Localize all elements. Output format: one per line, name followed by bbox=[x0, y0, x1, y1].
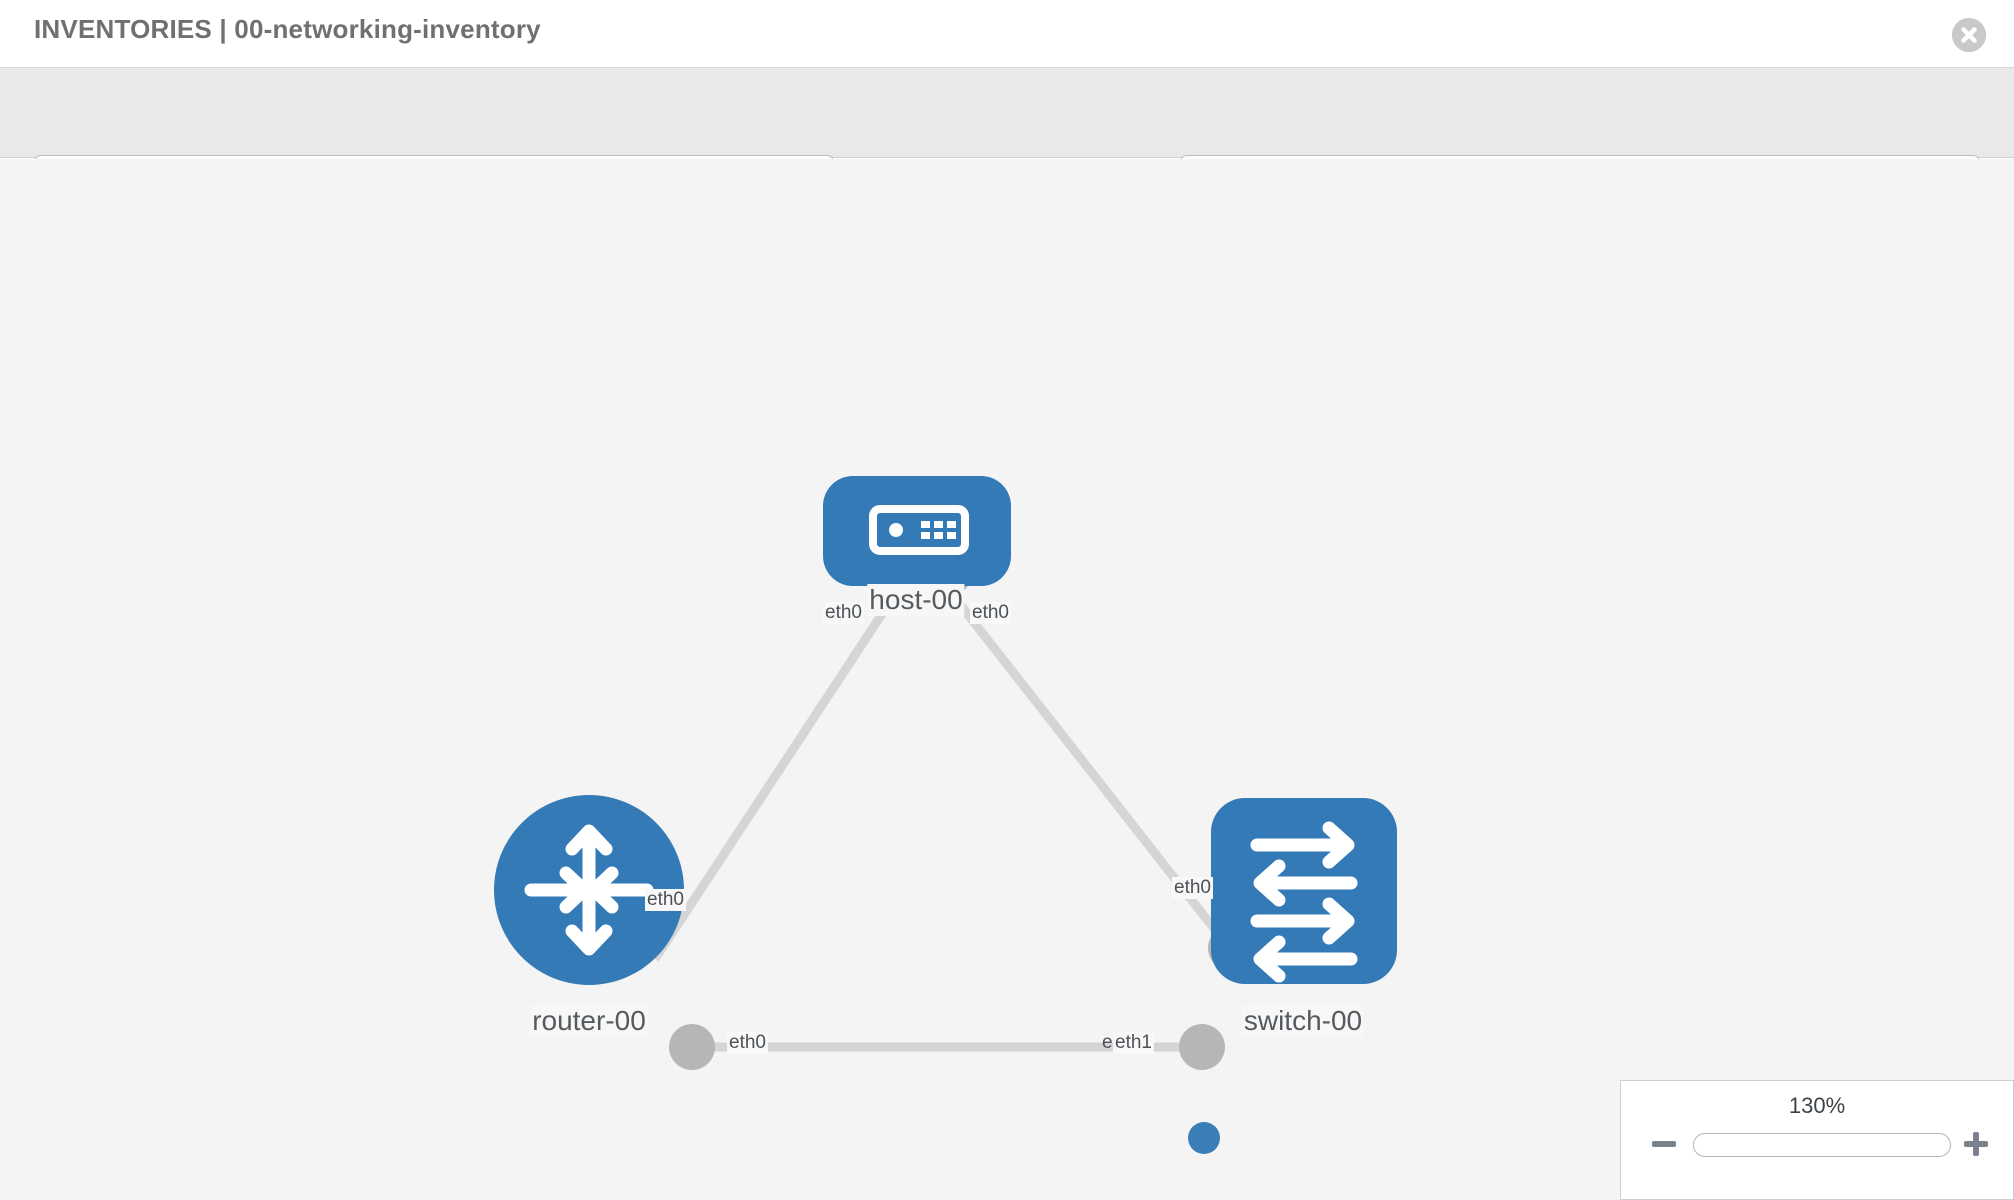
topology-graph bbox=[494, 476, 1397, 1070]
edge-label-router-eth0: eth0 bbox=[727, 1032, 768, 1054]
edge-label-router-eth0-uplink: eth0 bbox=[645, 889, 686, 911]
topology-canvas[interactable]: host-00 router-00 switch-00 eth0 eth0 et… bbox=[0, 159, 2014, 1200]
node-switch-00 bbox=[1211, 798, 1397, 984]
zoom-slider-track[interactable] bbox=[1693, 1133, 1951, 1157]
node-label-router-00: router-00 bbox=[530, 1005, 648, 1037]
toolbar: ACTIONS SEARC bbox=[0, 68, 2014, 207]
port-switch-west bbox=[1179, 1024, 1225, 1070]
close-icon[interactable] bbox=[1952, 18, 1986, 52]
topology-links bbox=[651, 576, 1234, 1052]
switch-arrows-icon bbox=[1250, 821, 1358, 983]
node-router-00 bbox=[494, 795, 684, 985]
page-header: INVENTORIES | 00-networking-inventory bbox=[0, 0, 2014, 68]
edge-label-switch-eth0-uplink: eth0 bbox=[1172, 877, 1213, 899]
link-host-router bbox=[651, 576, 909, 962]
minus-icon[interactable] bbox=[1649, 1129, 1679, 1159]
server-icon bbox=[869, 505, 969, 555]
node-label-host-00: host-00 bbox=[867, 584, 965, 616]
zoom-slider-thumb[interactable] bbox=[1188, 1122, 1220, 1154]
edge-label-host-eth0-right: eth0 bbox=[970, 602, 1011, 624]
port-router-east bbox=[669, 1024, 715, 1070]
page-title: INVENTORIES | 00-networking-inventory bbox=[34, 14, 541, 44]
zoom-level-label: 130% bbox=[1788, 1093, 1846, 1118]
edge-label-host-eth0-left: eth0 bbox=[823, 602, 864, 624]
edge-label-switch-eth1: eth1 bbox=[1113, 1032, 1154, 1054]
router-arrows-icon bbox=[524, 824, 654, 956]
node-label-switch-00: switch-00 bbox=[1241, 1005, 1365, 1037]
plus-icon[interactable] bbox=[1961, 1129, 1991, 1159]
zoom-control-panel: 130% bbox=[1620, 1080, 2014, 1200]
node-host-00 bbox=[823, 476, 1011, 586]
